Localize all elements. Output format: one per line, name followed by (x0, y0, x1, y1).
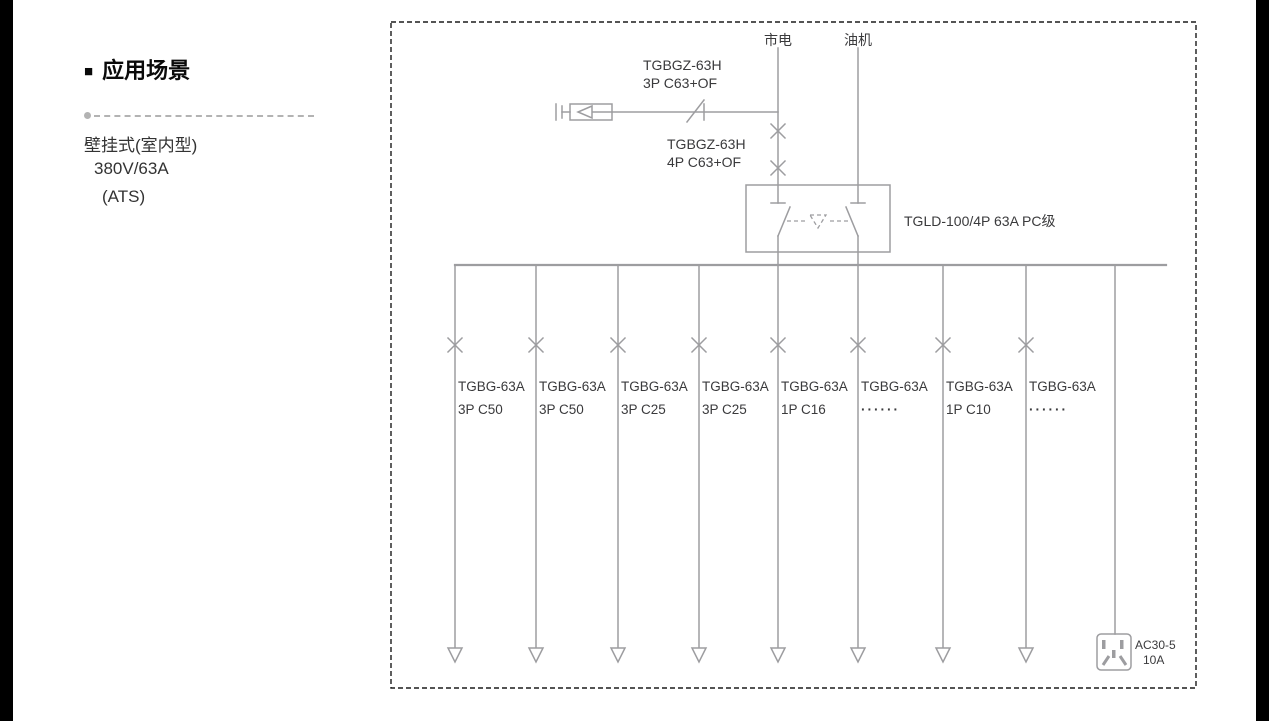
branch-circuit-6 (849, 264, 867, 664)
branch-model: TGBG-63A (946, 379, 1013, 394)
diagram-border (390, 21, 1197, 689)
ats-text: (ATS) (102, 187, 146, 206)
breaker-x-icon (934, 336, 952, 354)
branch-circuit-7 (934, 264, 952, 664)
spd-breaker-spec: 3P C63+OF (643, 75, 718, 91)
branch-label-6: TGBG-63A ······ (861, 375, 928, 421)
branch-circuit-8 (1017, 264, 1035, 664)
breaker-x-icon (446, 336, 464, 354)
main-breaker-spec: 4P C63+OF (667, 154, 742, 170)
branch-label-1: TGBG-63A 3P C50 (458, 375, 525, 421)
branch-label-8: TGBG-63A ······ (1029, 375, 1096, 421)
load-arrow-icon (769, 647, 787, 664)
breaker-x-icon (769, 159, 787, 177)
load-arrow-icon (527, 647, 545, 664)
load-arrow-icon (609, 647, 627, 664)
branch-circuit-4 (690, 264, 708, 664)
socket-icon (1096, 633, 1132, 671)
socket-branch (1096, 264, 1132, 671)
socket-rating-label: 10A (1143, 653, 1165, 667)
spd-triangle-icon (576, 104, 613, 120)
branch-label-4: TGBG-63A 3P C25 (702, 375, 769, 421)
disconnect-switch-icon (685, 98, 706, 124)
interlock-triangle-icon (808, 214, 828, 230)
spd-branch (555, 98, 779, 124)
ground-ticks-icon (555, 103, 563, 121)
ats-switch-box (745, 184, 891, 266)
rating-text: 380V/63A (94, 159, 169, 178)
ats-label: TGLD-100/4P 63A PC级 (904, 213, 1056, 229)
branch-spec: 3P C25 (621, 402, 666, 417)
branch-spec: 1P C16 (781, 402, 826, 417)
branch-model: TGBG-63A (539, 379, 606, 394)
breaker-x-icon (690, 336, 708, 354)
branch-model: TGBG-63A (861, 379, 928, 394)
branch-label-3: TGBG-63A 3P C25 (621, 375, 688, 421)
branch-model: TGBG-63A (621, 379, 688, 394)
separator-dashes (94, 114, 314, 117)
load-arrow-icon (934, 647, 952, 664)
mains-feed-line (769, 47, 787, 204)
breaker-x-icon (769, 122, 787, 140)
load-arrow-icon (1017, 647, 1035, 664)
right-black-bar (1256, 0, 1269, 721)
branch-label-7: TGBG-63A 1P C10 (946, 375, 1013, 421)
load-arrow-icon (446, 647, 464, 664)
socket-model-label: AC30-5 (1135, 638, 1176, 652)
load-arrow-icon (849, 647, 867, 664)
spd-breaker-model: TGBGZ-63H (643, 57, 722, 73)
branch-spec: 3P C50 (458, 402, 503, 417)
left-black-bar (0, 0, 13, 721)
switch-blade-icon (777, 206, 791, 237)
branch-spec: 3P C25 (702, 402, 747, 417)
mount-type-text: 壁挂式(室内型) (84, 136, 198, 155)
mains-source-label: 市电 (764, 32, 792, 48)
branch-spec: 3P C50 (539, 402, 584, 417)
breaker-x-icon (527, 336, 545, 354)
separator-dot-icon (84, 112, 91, 119)
square-bullet-icon: ■ (84, 63, 94, 80)
branch-label-5: TGBG-63A 1P C16 (781, 375, 848, 421)
branch-spec: ······ (861, 402, 900, 417)
branch-model: TGBG-63A (781, 379, 848, 394)
branch-circuit-3 (609, 264, 627, 664)
branch-spec: ······ (1029, 402, 1068, 417)
section-title-text: 应用场景 (102, 58, 191, 83)
branch-circuit-2 (527, 264, 545, 664)
dashed-separator (84, 112, 314, 119)
main-breaker-model: TGBGZ-63H (667, 136, 746, 152)
branch-circuit-1 (446, 264, 464, 664)
branch-model: TGBG-63A (702, 379, 769, 394)
breaker-x-icon (609, 336, 627, 354)
branch-circuit-5 (769, 264, 787, 664)
branch-model: TGBG-63A (458, 379, 525, 394)
breaker-x-icon (1017, 336, 1035, 354)
generator-source-label: 油机 (844, 32, 872, 48)
load-arrow-icon (690, 647, 708, 664)
section-title: ■ 应用场景 (84, 53, 190, 85)
breaker-x-icon (769, 336, 787, 354)
breaker-x-icon (849, 336, 867, 354)
branch-spec: 1P C10 (946, 402, 991, 417)
branch-model: TGBG-63A (1029, 379, 1096, 394)
switch-blade-icon (845, 206, 859, 237)
branch-label-2: TGBG-63A 3P C50 (539, 375, 606, 421)
